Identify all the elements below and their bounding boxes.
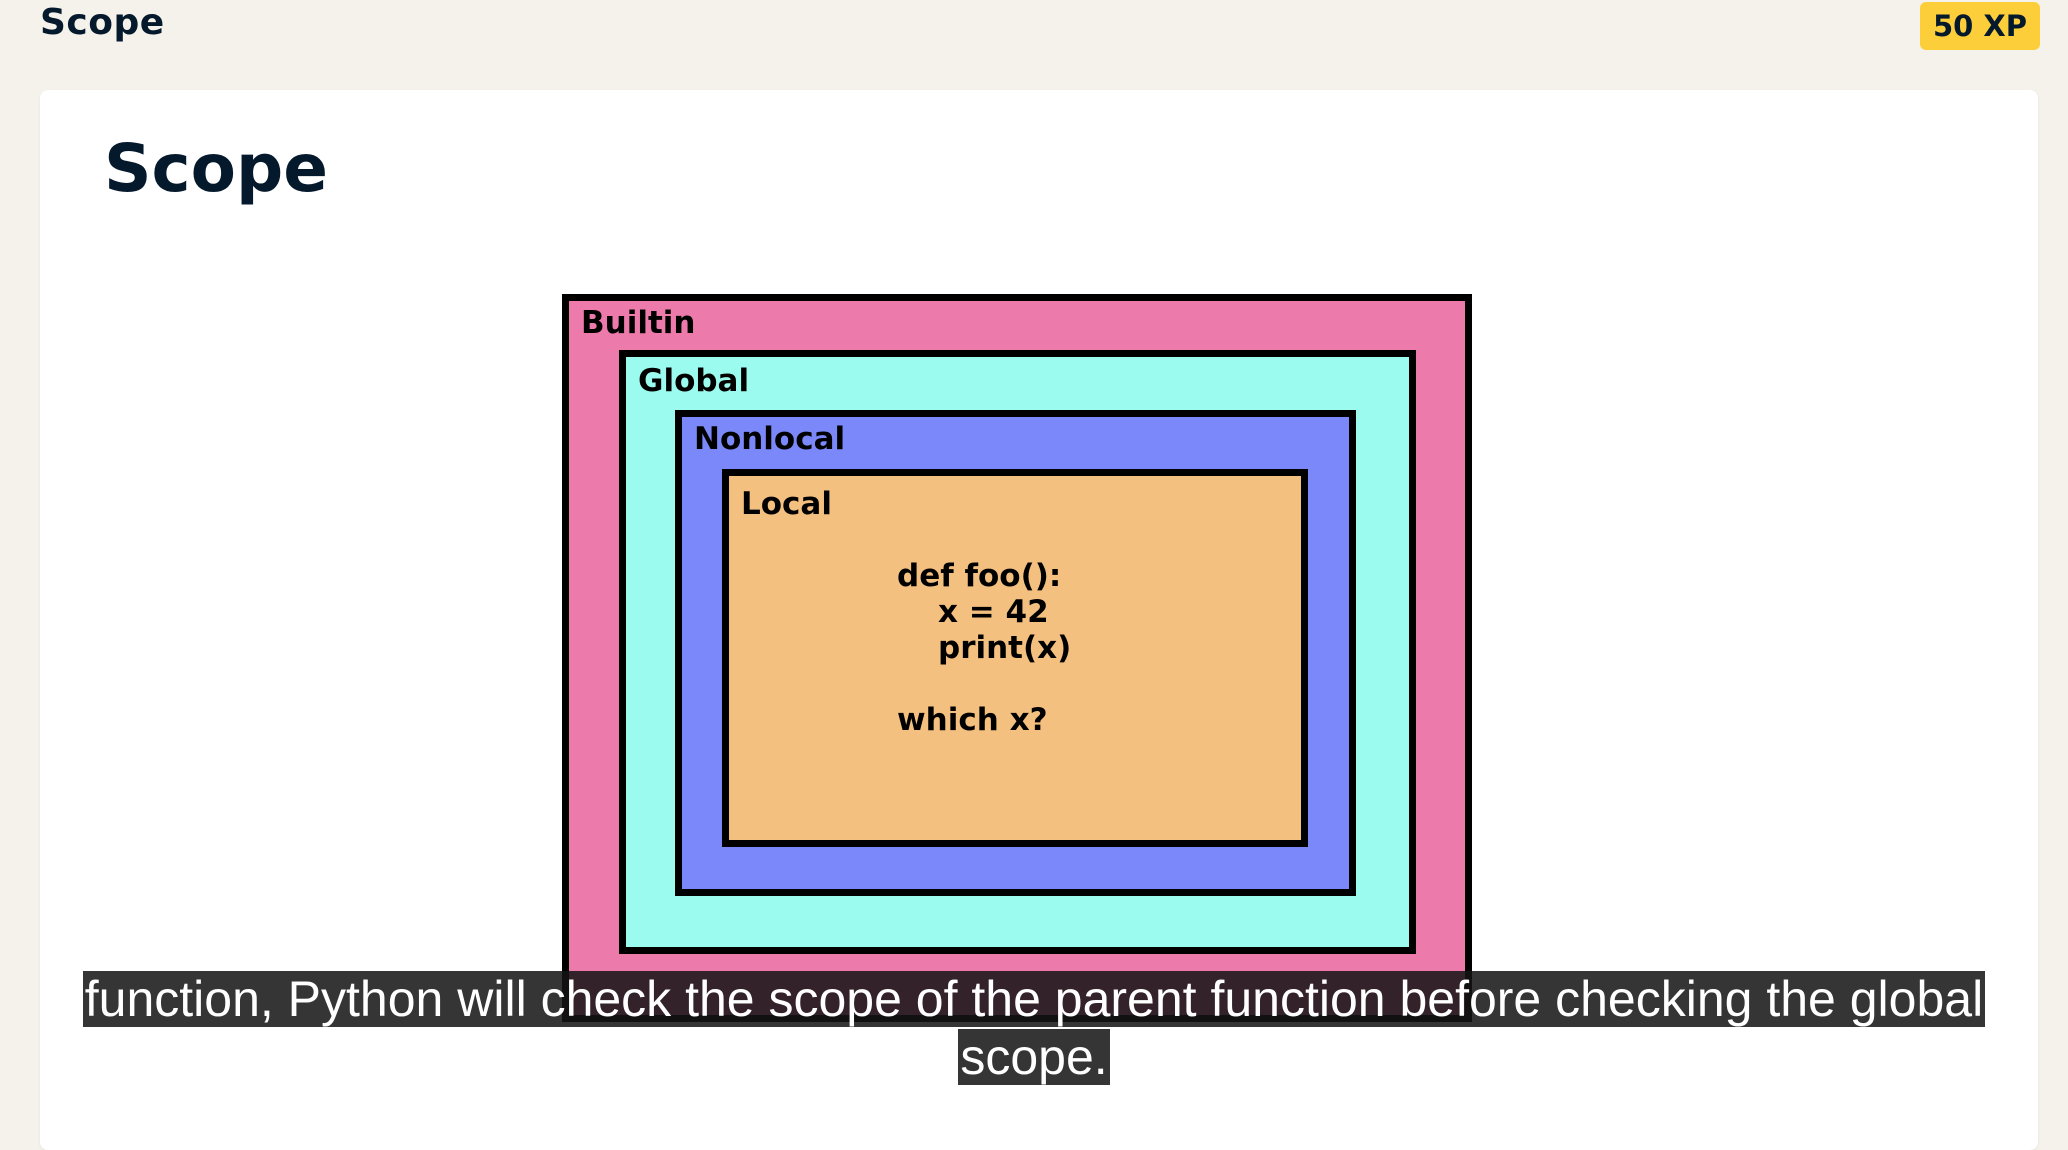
code-print-line: print(x) (938, 630, 1072, 666)
slide-heading: Scope (104, 130, 329, 207)
subtitle-line-2: scope. (958, 1029, 1110, 1085)
content-card: Scope Builtin Global Nonlocal Local def … (40, 90, 2038, 1150)
exercise-title: Scope (40, 2, 165, 43)
code-def-line: def foo(): (897, 558, 1062, 594)
local-scope-box: Local def foo(): x = 42 print(x) which x… (722, 469, 1308, 847)
nonlocal-scope-label: Nonlocal (694, 421, 846, 457)
builtin-scope-label: Builtin (581, 305, 696, 341)
top-bar: Scope 50 XP (0, 0, 2068, 80)
video-subtitle: function, Python will check the scope of… (0, 970, 2068, 1086)
global-scope-label: Global (638, 363, 750, 399)
code-question: which x? (897, 702, 1048, 738)
local-scope-label: Local (741, 486, 832, 522)
xp-badge: 50 XP (1920, 2, 2040, 50)
subtitle-line-1: function, Python will check the scope of… (82, 971, 1986, 1027)
code-assign-line: x = 42 (938, 594, 1049, 630)
